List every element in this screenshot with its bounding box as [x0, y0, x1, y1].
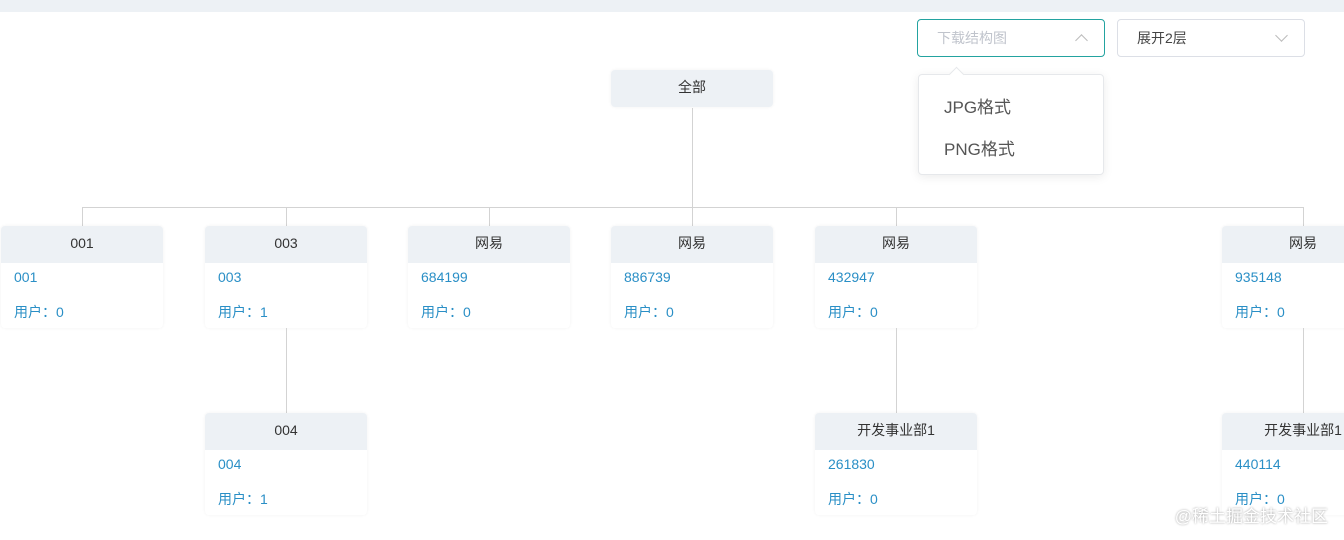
node-code: 886739	[624, 269, 671, 285]
node-title: 网易	[408, 226, 570, 263]
node-title: 网易	[611, 226, 773, 263]
node-title: 开发事业部1	[815, 413, 977, 450]
org-node[interactable]: 网易 684199 用户：0	[408, 226, 570, 328]
org-node[interactable]: 网易 432947 用户：0	[815, 226, 977, 328]
connector-line	[692, 207, 693, 226]
connector-line	[82, 207, 83, 226]
node-users: 用户：0	[828, 304, 878, 320]
node-users: 用户：0	[1235, 304, 1285, 320]
chevron-up-icon	[1075, 34, 1088, 47]
connector-line	[286, 328, 287, 413]
connector-line	[692, 108, 693, 208]
node-code: 261830	[828, 456, 875, 472]
connector-line	[489, 207, 490, 226]
node-users: 用户：0	[14, 304, 64, 320]
org-node[interactable]: 003 003 用户：1	[205, 226, 367, 328]
connector-line	[1303, 328, 1304, 413]
menu-item-jpg[interactable]: JPG格式	[944, 98, 1012, 117]
connector-line	[82, 207, 1304, 208]
top-bar	[0, 0, 1344, 12]
node-users: 用户：0	[421, 304, 471, 320]
node-code: 004	[218, 456, 242, 472]
node-title: 网易	[1222, 226, 1344, 263]
node-code: 935148	[1235, 269, 1282, 285]
chevron-down-icon	[1275, 29, 1288, 42]
node-title: 001	[1, 226, 163, 263]
node-title: 网易	[815, 226, 977, 263]
expand-value: 展开2层	[1137, 30, 1187, 46]
org-node[interactable]: 004 004 用户：1	[205, 413, 367, 515]
node-title: 开发事业部1	[1222, 413, 1344, 450]
node-code: 003	[218, 269, 242, 285]
download-dropdown-menu: JPG格式 PNG格式	[918, 74, 1104, 175]
menu-item-png[interactable]: PNG格式	[944, 140, 1015, 159]
org-node[interactable]: 开发事业部1 261830 用户：0	[815, 413, 977, 515]
node-code: 684199	[421, 269, 468, 285]
expand-level-select[interactable]: 展开2层	[1117, 19, 1305, 57]
org-node[interactable]: 网易 886739 用户：0	[611, 226, 773, 328]
node-code: 432947	[828, 269, 875, 285]
node-title: 全部	[611, 70, 773, 107]
node-title: 004	[205, 413, 367, 450]
node-users: 用户：0	[624, 304, 674, 320]
download-placeholder: 下载结构图	[937, 30, 1007, 46]
connector-line	[1303, 207, 1304, 226]
node-users: 用户：0	[828, 491, 878, 507]
download-structure-select[interactable]: 下载结构图	[917, 19, 1105, 57]
node-users: 用户：1	[218, 304, 268, 320]
node-title: 003	[205, 226, 367, 263]
node-code: 440114	[1235, 456, 1281, 472]
connector-line	[896, 207, 897, 226]
node-code: 001	[14, 269, 38, 285]
org-node[interactable]: 全部	[611, 70, 773, 107]
connector-line	[286, 207, 287, 226]
connector-line	[896, 328, 897, 413]
node-users: 用户：0	[1235, 491, 1285, 507]
org-node[interactable]: 网易 935148 用户：0	[1222, 226, 1344, 328]
org-node[interactable]: 001 001 用户：0	[1, 226, 163, 328]
node-users: 用户：1	[218, 491, 268, 507]
watermark: @稀土掘金技术社区	[1174, 507, 1328, 526]
org-node[interactable]: 开发事业部1 440114 用户：0	[1222, 413, 1344, 515]
